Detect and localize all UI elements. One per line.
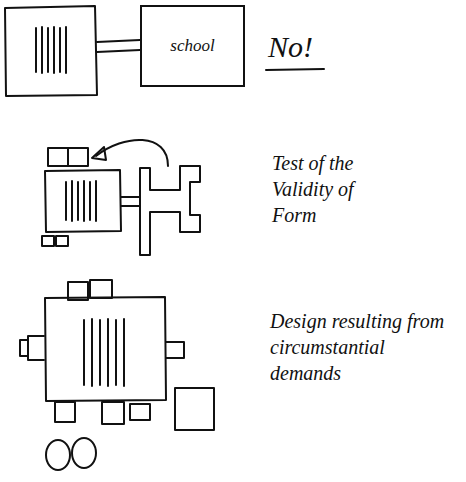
oval-form bbox=[72, 438, 96, 468]
handwritten-note: Design resulting from circumstantial dem… bbox=[270, 308, 446, 386]
double-link bbox=[121, 197, 140, 206]
building-outline bbox=[5, 6, 97, 96]
small-block bbox=[55, 402, 150, 424]
hatching bbox=[84, 319, 124, 386]
annex-outline bbox=[140, 166, 200, 255]
small-block bbox=[68, 280, 112, 300]
oval-form bbox=[46, 440, 70, 470]
curved-arrow bbox=[96, 140, 168, 166]
small-block bbox=[166, 342, 184, 358]
underline bbox=[266, 69, 324, 70]
building-outline bbox=[45, 170, 121, 232]
small-block bbox=[175, 388, 214, 430]
handwritten-note: No! bbox=[268, 30, 358, 63]
small-block bbox=[20, 336, 44, 360]
handwritten-note: Test of the Validity of Form bbox=[272, 150, 384, 228]
small-block bbox=[42, 236, 68, 246]
double-link bbox=[97, 40, 140, 52]
small-block bbox=[48, 148, 88, 166]
box-label: school bbox=[170, 36, 214, 56]
hatching bbox=[66, 181, 96, 221]
hatching bbox=[36, 27, 66, 73]
school-box: school bbox=[140, 5, 245, 87]
arrow-head bbox=[92, 147, 106, 160]
building-outline bbox=[45, 297, 166, 401]
